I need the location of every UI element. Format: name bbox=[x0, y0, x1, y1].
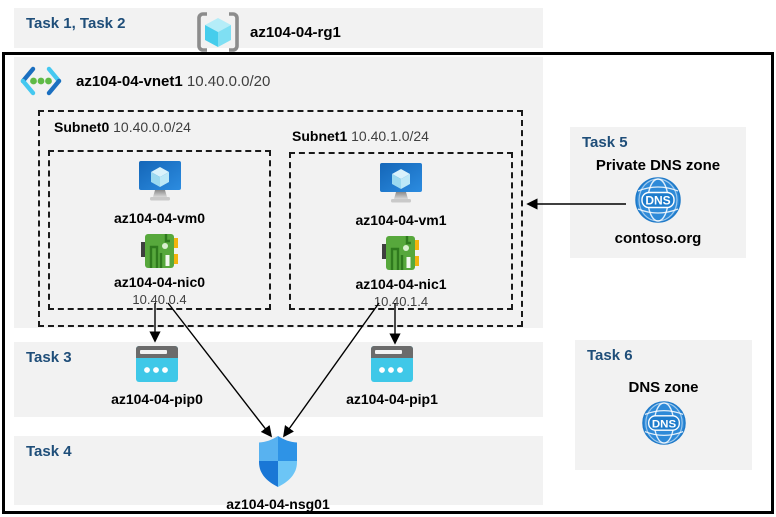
vm1-node: az104-04-vm1 az104-04-nic1 10.40.1.4 bbox=[355, 163, 447, 309]
pip1-node: az104-04-pip1 bbox=[312, 346, 472, 407]
vnet-icon bbox=[20, 66, 62, 96]
nsg-shield-icon bbox=[259, 436, 297, 487]
task1-2-band: Task 1, Task 2 az104-04-rg1 bbox=[14, 8, 543, 52]
subnet0-label: Subnet0 10.40.0.0/24 bbox=[54, 119, 191, 135]
private-dns-zone-name: contoso.org bbox=[614, 230, 702, 247]
vnet-name-line: az104-04-vnet1 10.40.0.0/20 bbox=[76, 73, 270, 90]
task5-box: Task 5 Private DNS zone DNS contoso.org bbox=[570, 127, 746, 258]
vnet-block: az104-04-vnet1 10.40.0.0/20 Subnet0 10.4… bbox=[14, 57, 543, 328]
nic1-name: az104-04-nic1 bbox=[355, 276, 447, 292]
subnet0-box: az104-04-vm0 az104-04-nic0 10.40.0.4 bbox=[48, 150, 271, 310]
task4-label: Task 4 bbox=[26, 443, 72, 460]
vnet-cidr: 10.40.0.0/20 bbox=[186, 72, 271, 90]
vnet-name: az104-04-vnet1 bbox=[76, 72, 183, 90]
nic0-icon bbox=[140, 234, 178, 268]
task3-label: Task 3 bbox=[26, 349, 72, 366]
subnet1-box: az104-04-vm1 az104-04-nic1 10.40.1.4 bbox=[289, 152, 513, 310]
private-dns-icon-text: DNS bbox=[645, 194, 670, 208]
public-ip0-icon bbox=[136, 346, 178, 382]
diagram-frame bbox=[2, 52, 774, 514]
nic1-ip: 10.40.1.4 bbox=[373, 294, 429, 309]
task4-band: Task 4 az104-04-nsg01 bbox=[14, 436, 543, 512]
vnet-header: az104-04-vnet1 10.40.0.0/20 bbox=[20, 63, 270, 99]
resource-group-icon bbox=[197, 12, 239, 52]
nic0-name: az104-04-nic0 bbox=[113, 274, 206, 290]
nic1-icon bbox=[382, 236, 419, 270]
pip0-node: az104-04-pip0 bbox=[77, 346, 237, 407]
vm0-icon bbox=[138, 161, 181, 201]
resource-group-name: az104-04-rg1 bbox=[250, 23, 341, 41]
task5-label: Task 5 bbox=[582, 134, 628, 151]
private-dns-globe-icon: DNS bbox=[635, 177, 681, 223]
task6-title: DNS zone bbox=[628, 379, 699, 396]
nsg-name: az104-04-nsg01 bbox=[226, 496, 330, 512]
nic0-ip: 10.40.0.4 bbox=[132, 292, 187, 307]
vm1-icon bbox=[380, 163, 422, 203]
task3-band: Task 3 az104-04-pip0 az104-04-pip1 bbox=[14, 342, 543, 417]
task1-2-label: Task 1, Task 2 bbox=[26, 15, 126, 32]
pip0-name: az104-04-pip0 bbox=[111, 391, 203, 407]
public-ip1-icon bbox=[371, 346, 413, 382]
dns-icon-text: DNS bbox=[651, 418, 676, 430]
task6-label: Task 6 bbox=[587, 347, 633, 364]
dns-globe-icon: DNS bbox=[641, 401, 686, 445]
vm1-name: az104-04-vm1 bbox=[355, 212, 447, 228]
resource-group-node: az104-04-rg1 bbox=[196, 11, 341, 53]
nsg-node: az104-04-nsg01 bbox=[198, 436, 358, 512]
pip1-name: az104-04-pip1 bbox=[346, 391, 438, 407]
subnets-container: Subnet0 10.40.0.0/24 Subnet1 10.40.1.0/2… bbox=[38, 110, 523, 327]
vm0-node: az104-04-vm0 az104-04-nic0 10.40.0.4 bbox=[114, 161, 205, 307]
task5-title: Private DNS zone bbox=[595, 157, 721, 174]
task6-box: Task 6 DNS zone DNS bbox=[575, 340, 752, 470]
subnet1-label: Subnet1 10.40.1.0/24 bbox=[292, 128, 429, 144]
vm0-name: az104-04-vm0 bbox=[113, 210, 206, 226]
